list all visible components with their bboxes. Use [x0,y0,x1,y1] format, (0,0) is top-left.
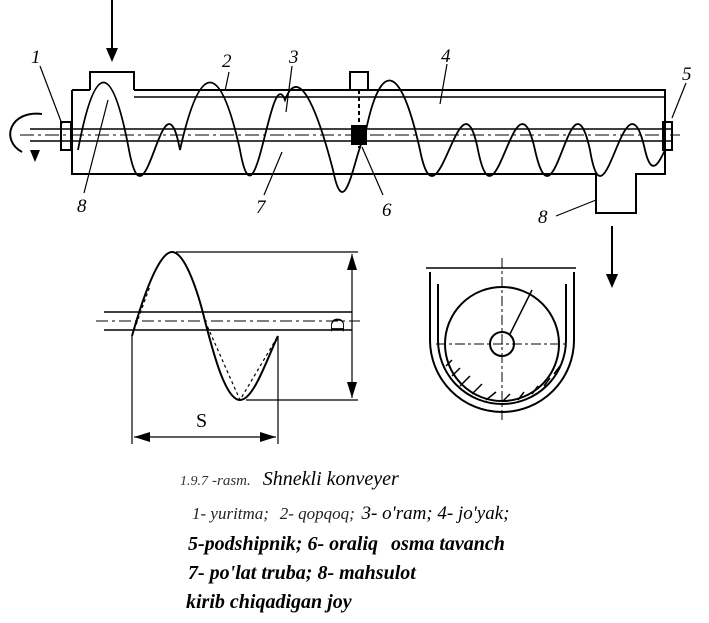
label-8-left: 8 [77,196,87,217]
figure-number: 1.9.7 [180,474,208,489]
section-radius [509,289,533,335]
figure-caption-title: 1.9.7 -rasm. Shnekli konveyer [180,468,399,491]
legend-5-6: 5-podshipnik; 6- oraliq [188,533,379,555]
leader-4 [439,63,448,105]
label-7: 7 [256,197,267,218]
s-arrow-right [260,432,276,442]
legend-1: 1- yuritma; [192,504,269,523]
drive-rotation-arc [9,112,43,153]
right-bearing [662,121,673,151]
label-6: 6 [382,200,392,221]
label-d: D [327,318,349,332]
legend-6-cont: osma tavanch [391,533,505,555]
conveyor-side-view [9,0,687,288]
figure-title: Shnekli konveyer [262,468,399,490]
drive-rotation-arrowhead [30,150,40,162]
leader-8-left [83,99,109,194]
d-arrow-bottom [347,382,357,398]
label-s: S [196,410,207,432]
section-hatch [445,359,561,403]
leader-6 [361,146,384,196]
screw-flight [77,79,666,193]
legend-3-4: 3- o'ram; 4- jo'yak; [361,503,510,524]
hanger-bearing [351,125,367,145]
d-arrow-top [347,254,357,270]
screw-pitch-detail [96,250,360,444]
trough-body [71,90,666,214]
legend-line-2: 5-podshipnik; 6- oraliq osma tavanch [188,533,505,556]
inlet-arrow-head [106,48,118,62]
leader-3 [285,65,293,113]
outlet-arrow-head [606,274,618,288]
leader-7 [263,151,283,196]
detail-flight [131,250,279,402]
inlet-hopper [89,71,135,90]
figure-rasm: -rasm. [212,473,251,489]
detail-flight-back [131,285,279,402]
legend-2: 2- qopqoq; [279,504,355,523]
leader-5 [671,82,687,119]
label-8-right: 8 [538,207,548,228]
conveyor-cross-section [426,258,576,420]
leader-2 [224,71,230,92]
label-3: 3 [288,47,299,68]
legend-line-4: kirib chiqadigan joy [186,591,352,614]
legend-line-3: 7- po'lat truba; 8- mahsulot [188,562,416,585]
legend-line-1: 1- yuritma; 2- qopqoq; 3- o'ram; 4- jo'y… [192,503,510,525]
left-bearing [60,121,72,151]
s-arrow-left [134,432,150,442]
label-2: 2 [222,51,232,72]
trough-cover [72,89,666,97]
legend-8-cont: kirib chiqadigan joy [186,591,352,613]
label-4: 4 [441,46,451,67]
trough-inner [437,284,567,405]
label-5: 5 [682,64,692,85]
hanger-top [349,71,369,91]
legend-7-8: 7- po'lat truba; 8- mahsulot [188,562,416,584]
leader-1 [39,65,63,125]
label-1: 1 [31,47,41,68]
leader-8-right [555,199,597,217]
